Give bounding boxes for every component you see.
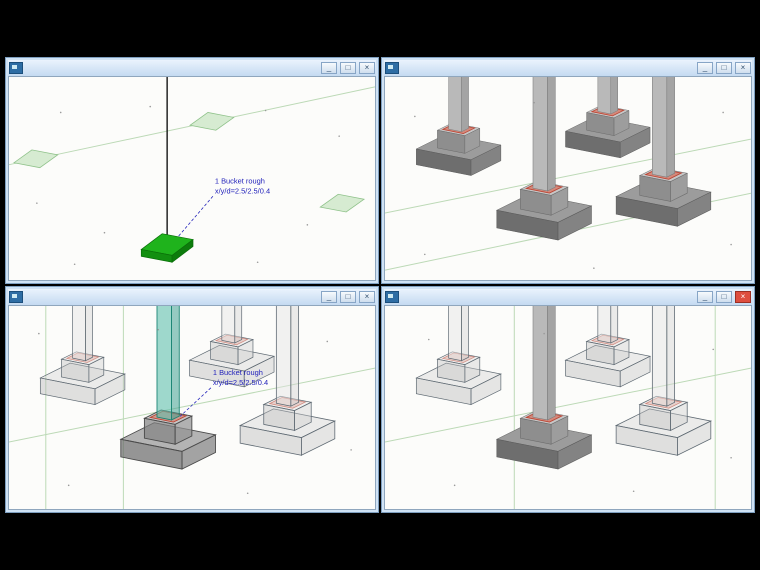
viewport-icon	[9, 61, 23, 74]
annotation-leader	[177, 195, 214, 237]
titlebar[interactable]: _ □ ×	[384, 289, 752, 305]
viewport-client: 1 Bucket rough x/y/d=2.5/2.5/0.4	[8, 305, 376, 510]
close-button[interactable]: ×	[359, 290, 375, 303]
viewport-bg	[9, 77, 375, 280]
reference-pads[interactable]	[12, 112, 366, 213]
viewport-grid: _ □ ×	[5, 57, 755, 513]
grid-points	[38, 328, 352, 495]
window-bottom-right: _ □ ×	[381, 286, 755, 513]
viewport-canvas-transparent[interactable]	[385, 306, 751, 509]
viewport-canvas-plan[interactable]: 1 Bucket rough x/y/d=2.5/2.5/0.4	[9, 77, 375, 280]
viewport-icon	[9, 290, 23, 303]
maximize-button[interactable]: □	[716, 61, 732, 74]
grid-points	[36, 105, 340, 266]
minimize-button[interactable]: _	[321, 61, 337, 74]
viewport-icon	[385, 290, 399, 303]
viewport-bg	[385, 77, 751, 280]
viewport-client	[384, 305, 752, 510]
maximize-button[interactable]: □	[340, 61, 356, 74]
grid-line	[385, 367, 751, 443]
reference-pad	[12, 149, 59, 169]
grid-line	[385, 138, 751, 214]
annotation-line2: x/y/d=2.5/2.5/0.4	[213, 378, 268, 387]
titlebar[interactable]: _ □ ×	[8, 289, 376, 305]
minimize-button[interactable]: _	[321, 290, 337, 303]
viewport-canvas-shaded[interactable]	[385, 77, 751, 280]
titlebar[interactable]: _ □ ×	[384, 60, 752, 76]
reference-pad	[319, 193, 366, 213]
maximize-button[interactable]: □	[340, 290, 356, 303]
viewport-bg	[9, 306, 375, 509]
titlebar[interactable]: _ □ ×	[8, 60, 376, 76]
close-button[interactable]: ×	[735, 290, 751, 303]
annotation-leader	[179, 387, 212, 417]
annotation-line1: 1 Bucket rough	[215, 176, 265, 185]
minimize-button[interactable]: _	[697, 290, 713, 303]
window-bottom-left: _ □ × 1 Bucket rough	[5, 286, 379, 513]
annotation-line1: 1 Bucket rough	[213, 368, 263, 377]
viewport-client: 1 Bucket rough x/y/d=2.5/2.5/0.4	[8, 76, 376, 281]
viewport-icon	[385, 61, 399, 74]
grid-points	[427, 332, 732, 493]
window-top-right: _ □ ×	[381, 57, 755, 284]
viewport-client	[384, 76, 752, 281]
minimize-button[interactable]: _	[697, 61, 713, 74]
viewport-canvas-transparent[interactable]: 1 Bucket rough x/y/d=2.5/2.5/0.4	[9, 306, 375, 509]
window-top-left: _ □ ×	[5, 57, 379, 284]
close-button[interactable]: ×	[359, 61, 375, 74]
annotation-line2: x/y/d=2.5/2.5/0.4	[215, 186, 270, 195]
close-button[interactable]: ×	[735, 61, 751, 74]
reference-pad	[189, 112, 235, 131]
grid-points	[414, 101, 732, 269]
viewport-bg	[385, 306, 751, 509]
selected-pad[interactable]	[140, 233, 194, 263]
maximize-button[interactable]: □	[716, 290, 732, 303]
